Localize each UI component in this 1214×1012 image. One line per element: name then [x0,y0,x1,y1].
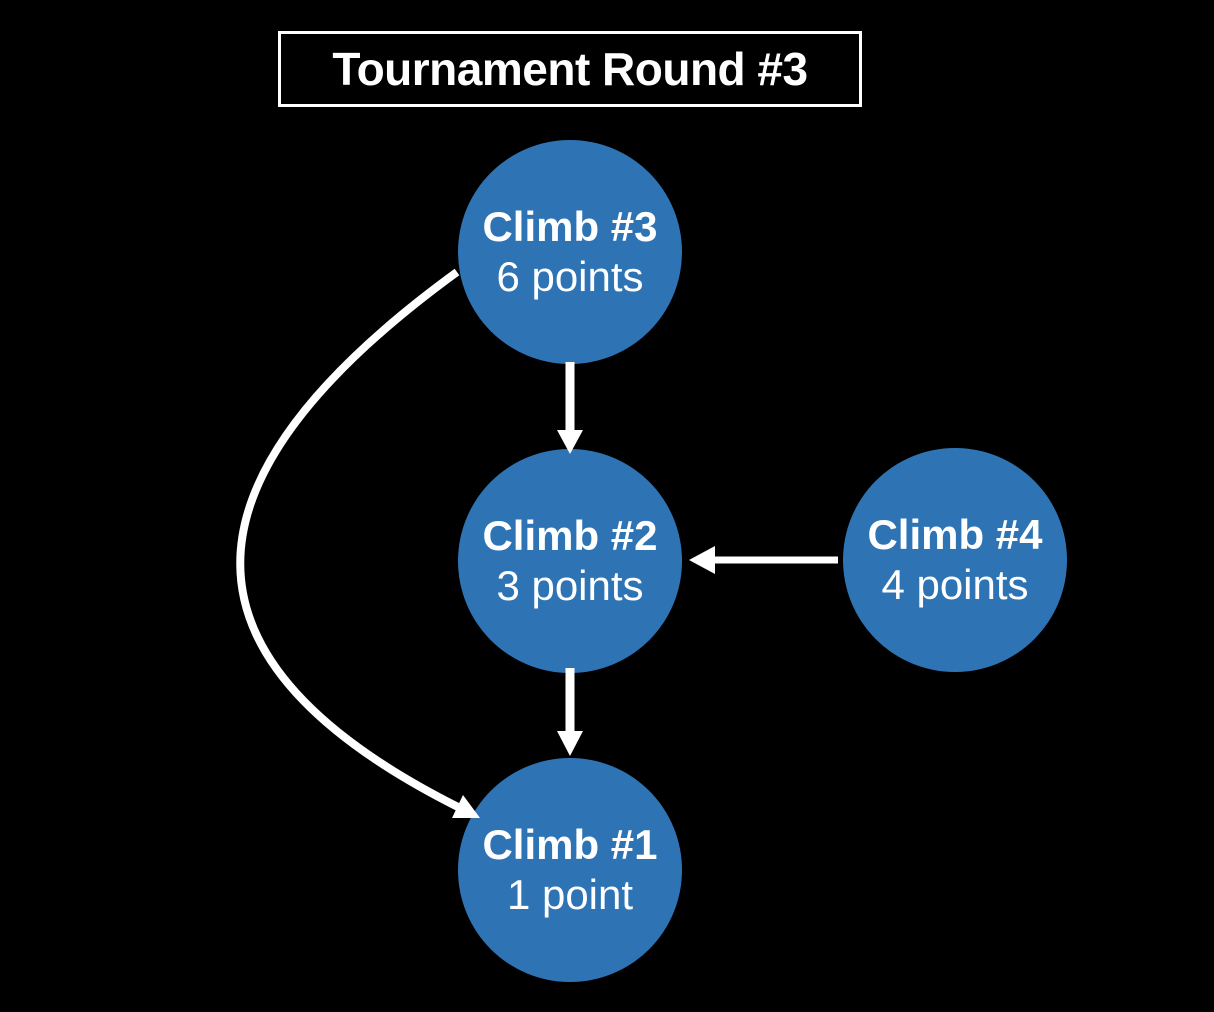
page-title: Tournament Round #3 [332,43,808,95]
node-climb-1: Climb #1 1 point [458,758,682,982]
edge-climb3-to-climb1-curved-arrow [236,268,480,818]
node-climb-3-points: 6 points [496,253,644,300]
node-climb-1-label: Climb #1 [482,821,658,868]
diagram-title-box: Tournament Round #3 [278,31,862,107]
node-climb-4-points: 4 points [881,561,1029,608]
node-climb-3-label: Climb #3 [482,203,658,250]
node-climb-2-points: 3 points [496,562,644,609]
node-climb-1-points: 1 point [506,871,634,918]
edge-climb3-to-climb2-arrow [557,362,583,454]
node-climb-3: Climb #3 6 points [458,140,682,364]
node-climb-4: Climb #4 4 points [843,448,1067,672]
edge-climb2-to-climb1-arrow [557,668,583,756]
node-climb-2-label: Climb #2 [482,512,658,559]
edge-climb4-to-climb2-arrow [689,546,838,574]
node-climb-4-label: Climb #4 [867,511,1043,558]
node-climb-2: Climb #2 3 points [458,449,682,673]
